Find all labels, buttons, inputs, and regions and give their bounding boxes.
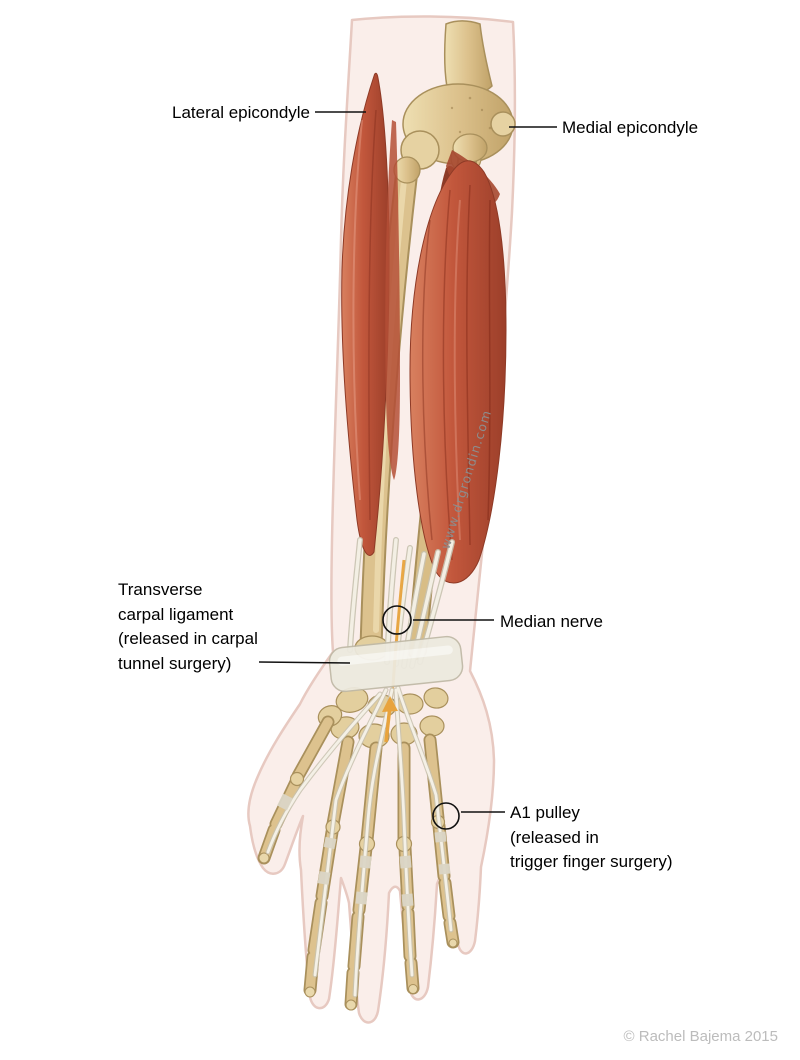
- label-line: Transverse: [118, 580, 203, 599]
- transverse-carpal-ligament-band: [328, 635, 464, 693]
- label-medial-epicondyle: Medial epicondyle: [562, 118, 699, 137]
- tendon-pulleys: [277, 793, 451, 907]
- palm-finger-tendons: [265, 685, 454, 998]
- carpal-tunnel-arrow: [382, 696, 398, 743]
- label-a1-pulley: A1 pulley (released in trigger finger su…: [510, 801, 673, 875]
- muscle-striations: [422, 184, 491, 561]
- label-median-nerve: Median nerve: [500, 612, 604, 631]
- leader-transverse-carpal-ligament: [258, 661, 351, 664]
- medial-muscle-group: [409, 150, 507, 584]
- label-transverse-carpal-ligament: Transverse carpal ligament (released in …: [118, 578, 258, 676]
- circle-a1-pulley: [432, 802, 460, 830]
- label-line: carpal ligament: [118, 604, 234, 624]
- image-credit: © Rachel Bajema 2015: [623, 1028, 778, 1045]
- annotations: [258, 111, 557, 830]
- label-line: (released in: [510, 827, 599, 847]
- label-line: tunnel surgery): [118, 653, 232, 673]
- label-line: A1 pulley: [510, 803, 580, 822]
- label-line: (released in carpal: [118, 629, 258, 648]
- circle-median-nerve: [382, 605, 412, 635]
- medial-epicondyle-bump: [490, 111, 516, 137]
- label-line: trigger finger surgery): [510, 852, 673, 871]
- finger-tips: [258, 852, 458, 1011]
- lateral-muscle-group: [341, 72, 400, 556]
- label-lateral-epicondyle: Lateral epicondyle: [172, 103, 310, 122]
